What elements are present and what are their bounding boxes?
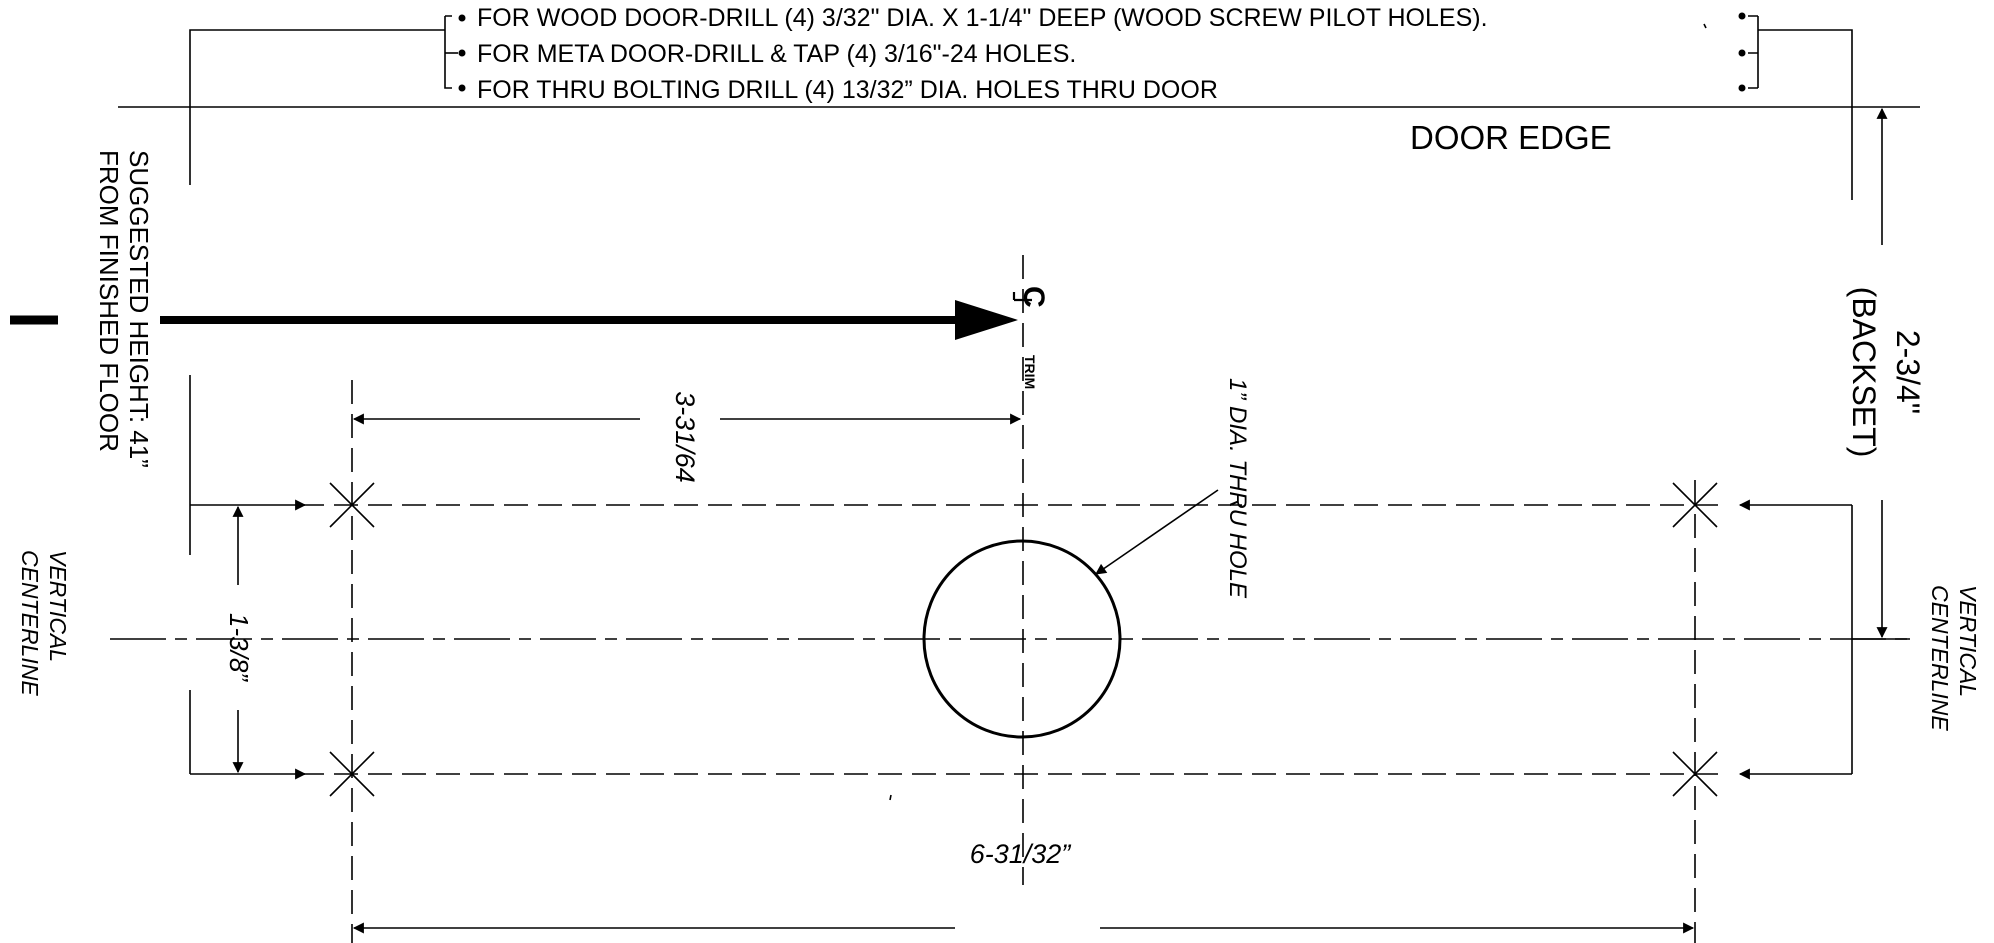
right-edge-dimension-lines bbox=[1738, 499, 1910, 780]
notes-bracket-right bbox=[1748, 15, 1853, 200]
thru-hole-leader bbox=[1095, 489, 1219, 575]
drilling-notes: FOR WOOD DOOR-DRILL (4) 3/32" DIA. X 1-1… bbox=[189, 4, 1853, 200]
note-bullet bbox=[1738, 84, 1746, 92]
suggested-height-line1: SUGGESTED HEIGHT: 41” bbox=[124, 150, 154, 468]
note-bullet bbox=[1738, 49, 1746, 57]
hole-x-marker bbox=[1672, 482, 1718, 528]
half-hole-spacing-value: 3-31/64 bbox=[670, 391, 700, 483]
note-wood-door: FOR WOOD DOOR-DRILL (4) 3/32" DIA. X 1-1… bbox=[477, 4, 1488, 32]
door-thickness-value: 1-3/8” bbox=[224, 613, 254, 682]
suggested-height-line2: FROM FINISHED FLOOR bbox=[94, 150, 124, 452]
hole-x-marker bbox=[329, 751, 375, 797]
vertical-centerline-right-line2: CENTERLINE bbox=[1927, 585, 1953, 731]
note-metal-door: FOR META DOOR-DRILL & TAP (4) 3/16"-24 H… bbox=[477, 40, 1076, 68]
vertical-centerline-left-line1: VERTICAL bbox=[45, 550, 71, 662]
door-edge-label: DOOR EDGE bbox=[1410, 119, 1612, 156]
mounting-holes bbox=[329, 482, 1718, 797]
note-thru-bolting: FOR THRU BOLTING DRILL (4) 13/32” DIA. H… bbox=[477, 76, 1218, 104]
half-hole-spacing-dimension: 3-31/64 bbox=[352, 391, 1022, 483]
notes-bracket-left bbox=[189, 15, 452, 185]
centerline-symbol: C bbox=[1017, 286, 1050, 308]
hole-x-marker bbox=[1672, 751, 1718, 797]
full-hole-spacing-value: 6-31/32” bbox=[970, 839, 1072, 869]
backset-value: 2-3/4" bbox=[1890, 330, 1926, 414]
trim-centerline-symbol: C TRIM bbox=[1012, 286, 1050, 389]
backset-label: (BACKSET) bbox=[1846, 287, 1882, 458]
note-bullet bbox=[458, 84, 466, 92]
door-thickness-dimension: 1-3/8” bbox=[189, 375, 307, 780]
hole-x-marker bbox=[329, 482, 375, 528]
note-bullet bbox=[1738, 12, 1746, 20]
full-hole-spacing-dimension: 6-31/32” bbox=[352, 839, 1695, 934]
height-arrow-head bbox=[955, 300, 1018, 340]
vertical-centerline-left-line2: CENTERLINE bbox=[17, 550, 43, 696]
backset-dimension: 2-3/4" (BACKSET) bbox=[1846, 107, 1926, 639]
trim-subscript: TRIM bbox=[1022, 355, 1038, 389]
note-bullet bbox=[458, 49, 466, 57]
vertical-centerline-right-line1: VERTICAL bbox=[1955, 585, 1981, 697]
suggested-height-label: SUGGESTED HEIGHT: 41” FROM FINISHED FLOO… bbox=[94, 150, 154, 468]
thru-hole-label: 1” DIA. THRU HOLE bbox=[1224, 378, 1251, 599]
thru-hole-circle bbox=[922, 539, 1122, 739]
vertical-centerline-label-left: VERTICAL CENTERLINE bbox=[17, 550, 71, 696]
vertical-centerline-label-right: VERTICAL CENTERLINE bbox=[1927, 585, 1981, 731]
note-bullet bbox=[458, 14, 466, 22]
